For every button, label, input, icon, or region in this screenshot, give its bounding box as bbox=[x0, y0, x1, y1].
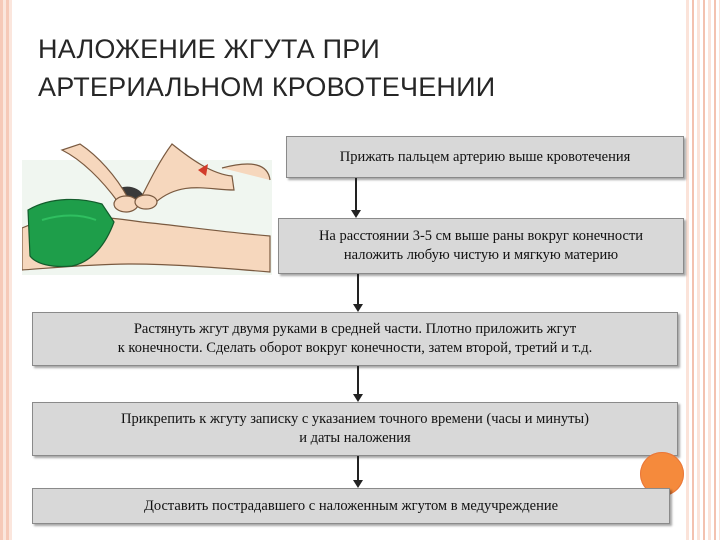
artery-pressing-illustration bbox=[22, 143, 272, 275]
step-4-line-1: Прикрепить к жгуту записку с указанием т… bbox=[120, 411, 589, 427]
right-decorative-stripe bbox=[686, 0, 720, 540]
arrow-4-to-5 bbox=[352, 456, 364, 488]
step-4-text: Прикрепить к жгуту записку с указанием т… bbox=[121, 410, 589, 448]
right-hand bbox=[134, 194, 158, 210]
step-2-text: На расстоянии 3-5 см выше раны вокруг ко… bbox=[319, 227, 643, 265]
step-2-box: На расстоянии 3-5 см выше раны вокруг ко… bbox=[278, 218, 684, 274]
step-2-line-1: На расстоянии 3-5 см выше раны вокруг ко… bbox=[318, 228, 644, 244]
shorts-highlight bbox=[41, 214, 97, 221]
slide-title-line-1: НАЛОЖЕНИЕ ЖГУТА ПРИ bbox=[38, 34, 381, 64]
arrow-2-to-3 bbox=[352, 274, 364, 312]
step-1-text: Прижать пальцем артерию выше кровотечени… bbox=[340, 148, 631, 167]
slide-title: НАЛОЖЕНИЕ ЖГУТА ПРИ АРТЕРИАЛЬНОМ КРОВОТЕ… bbox=[38, 30, 658, 106]
green-shorts bbox=[27, 198, 115, 268]
left-hand bbox=[113, 195, 139, 213]
upper-arm bbox=[221, 163, 271, 181]
step-3-text: Растянуть жгут двумя руками в средней ча… bbox=[118, 320, 592, 358]
step-2-line-2: наложить любую чистую и мягкую материю bbox=[343, 247, 619, 263]
left-decorative-stripe bbox=[0, 0, 12, 540]
step-1-line-1: Прижать пальцем артерию выше кровотечени… bbox=[339, 148, 631, 165]
step-1-box: Прижать пальцем артерию выше кровотечени… bbox=[286, 136, 684, 178]
step-5-box: Доставить пострадавшего с наложенным жгу… bbox=[32, 488, 670, 524]
blood-mark bbox=[198, 164, 208, 176]
step-4-line-2: и даты наложения bbox=[299, 430, 411, 446]
step-5-text: Доставить пострадавшего с наложенным жгу… bbox=[144, 497, 558, 516]
step-3-line-2: к конечности. Сделать оборот вокруг коне… bbox=[117, 340, 593, 356]
step-3-box: Растянуть жгут двумя руками в средней ча… bbox=[32, 312, 678, 366]
arrow-1-to-2 bbox=[350, 178, 362, 218]
step-4-box: Прикрепить к жгуту записку с указанием т… bbox=[32, 402, 678, 456]
step-3-line-1: Растянуть жгут двумя руками в средней ча… bbox=[133, 321, 577, 337]
arrow-3-to-4 bbox=[352, 366, 364, 402]
step-5-line-1: Доставить пострадавшего с наложенным жгу… bbox=[143, 497, 559, 514]
slide-title-line-2: АРТЕРИАЛЬНОМ КРОВОТЕЧЕНИИ bbox=[38, 72, 496, 102]
